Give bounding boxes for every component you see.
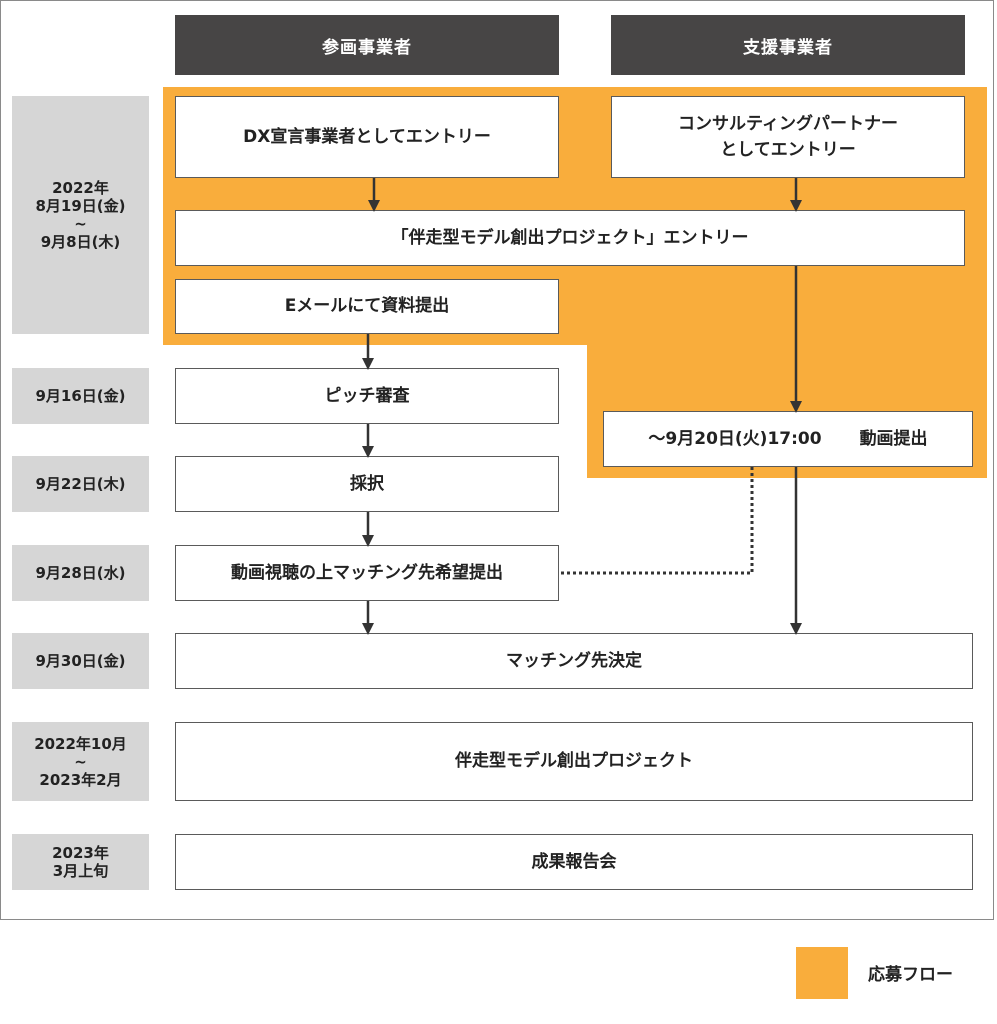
adoption-box: 採択 [175,456,559,512]
dotted-video-to-matching-request [559,467,754,575]
dx-entry-box: DX宣言事業者としてエントリー [175,96,559,178]
video-submission-text: 動画提出 [859,428,928,449]
project-box: 伴走型モデル創出プロジェクト [175,722,973,801]
matching-decision-box: マッチング先決定 [175,633,973,689]
date-matching-decision: 9月30日(金) [12,633,149,689]
legend-application-flow-label: 応募フロー [868,965,953,985]
date-adoption: 9月22日(木) [12,456,149,512]
pitch-review-box: ピッチ審査 [175,368,559,424]
video-submission-box: 〜9月20日(火)17:00 動画提出 [603,411,973,467]
date-pitch: 9月16日(金) [12,368,149,424]
video-deadline-text: 〜9月20日(火)17:00 [648,428,822,449]
supporter-column-header: 支援事業者 [611,15,965,75]
report-box: 成果報告会 [175,834,973,890]
project-entry-box: 「伴走型モデル創出プロジェクト」エントリー [175,210,965,266]
legend-orange-swatch [796,947,848,999]
participant-column-header: 参画事業者 [175,15,559,75]
matching-request-box: 動画視聴の上マッチング先希望提出 [175,545,559,601]
email-submission-box: Eメールにて資料提出 [175,279,559,334]
date-entry-period: 2022年 8月19日(金) ~ 9月8日(木) [12,96,149,334]
date-matching-request: 9月28日(水) [12,545,149,601]
consultant-entry-box: コンサルティングパートナー としてエントリー [611,96,965,178]
date-project-period: 2022年10月 ~ 2023年2月 [12,722,149,801]
date-report: 2023年 3月上旬 [12,834,149,890]
